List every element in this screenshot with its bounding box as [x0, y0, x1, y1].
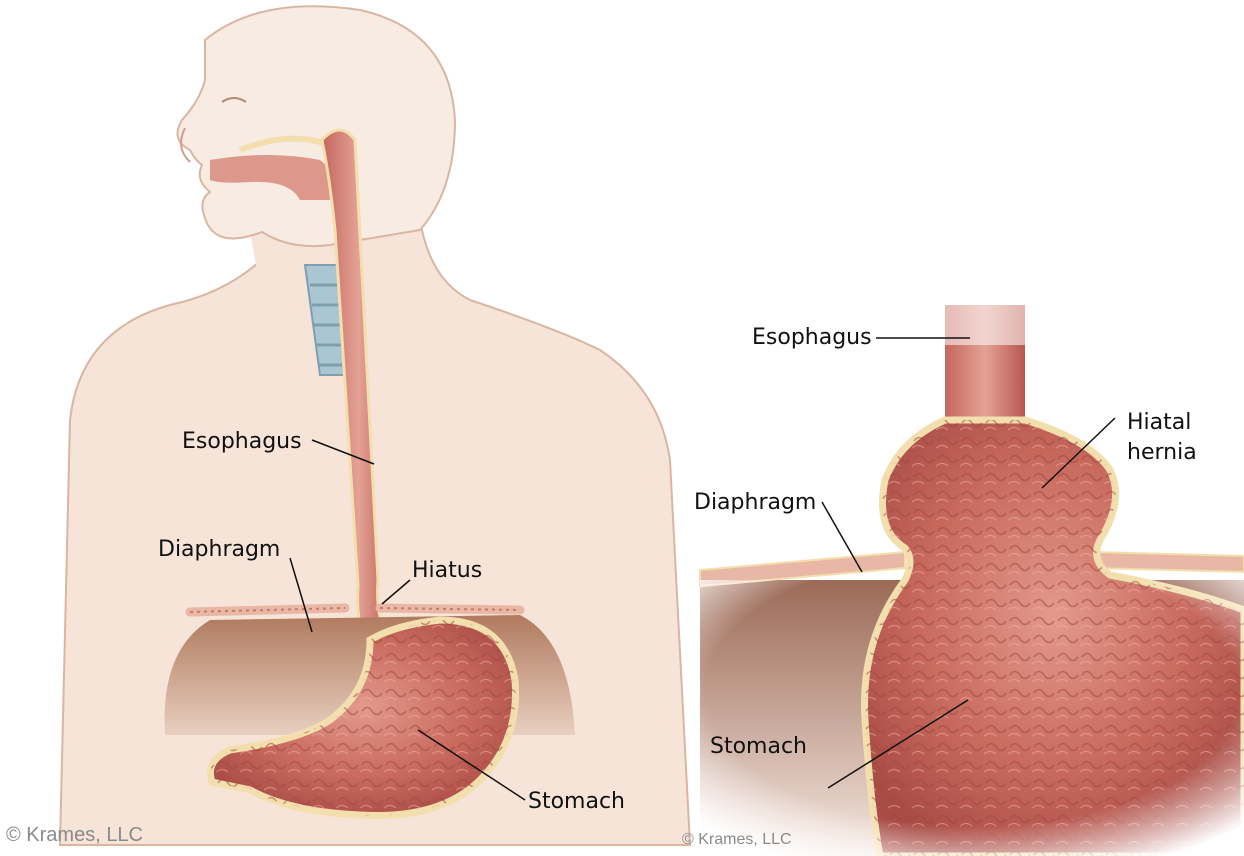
label-hiatal-hernia-line2: hernia — [1127, 440, 1197, 466]
label-hiatus: Hiatus — [412, 558, 482, 584]
label-esophagus-left: Esophagus — [182, 429, 302, 455]
label-stomach-right: Stomach — [710, 734, 807, 760]
label-hiatal-hernia-line1: Hiatal — [1127, 410, 1191, 436]
label-diaphragm-left: Diaphragm — [158, 537, 280, 563]
label-diaphragm-right: Diaphragm — [694, 490, 816, 516]
copyright-right: © Krames, LLC — [682, 831, 792, 849]
head — [178, 6, 456, 246]
right-diaphragm-right — [1095, 552, 1244, 572]
left-figure — [60, 6, 690, 845]
label-esophagus-right: Esophagus — [752, 325, 872, 351]
right-figure — [700, 305, 1244, 856]
label-stomach-left: Stomach — [528, 789, 625, 815]
copyright-left: © Krames, LLC — [6, 824, 143, 847]
